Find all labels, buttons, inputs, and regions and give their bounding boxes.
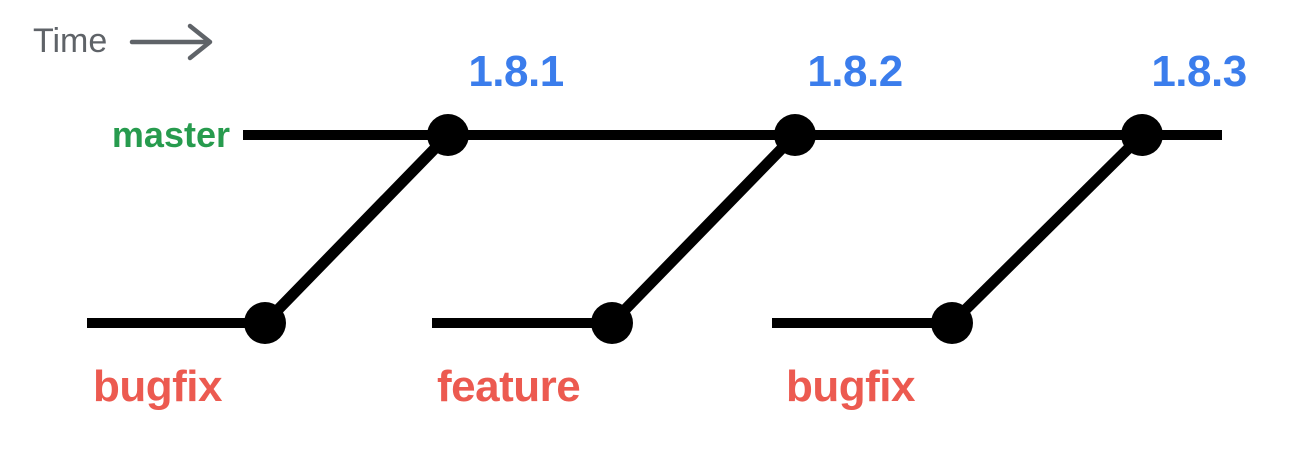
merge-edge-feature xyxy=(608,131,799,327)
branch-lines xyxy=(87,130,1222,328)
release-label-1: 1.8.1 xyxy=(468,47,563,96)
commit-node-release-1 xyxy=(427,114,469,156)
release-label-3: 1.8.3 xyxy=(1151,47,1246,96)
commit-node-feature xyxy=(591,302,633,344)
release-labels: 1.8.1 1.8.2 1.8.3 xyxy=(468,47,1247,96)
time-arrow-icon xyxy=(129,23,213,61)
branch-label-bugfix-1: bugfix xyxy=(93,362,223,411)
branch-label-feature: feature xyxy=(437,362,580,411)
merge-edges xyxy=(261,131,1146,327)
merge-edge-bugfix-1 xyxy=(261,131,452,327)
branch-labels: bugfix feature bugfix xyxy=(93,362,917,411)
commit-node-release-2 xyxy=(774,114,816,156)
commit-node-release-3 xyxy=(1121,114,1163,156)
commit-node-bugfix-2 xyxy=(931,302,973,344)
commit-nodes xyxy=(244,114,1163,344)
merge-edge-bugfix-2 xyxy=(948,131,1146,327)
master-branch-label: master xyxy=(112,114,230,155)
time-label: Time xyxy=(33,22,107,60)
branch-label-bugfix-2: bugfix xyxy=(786,362,916,411)
release-label-2: 1.8.2 xyxy=(807,47,902,96)
commit-node-bugfix-1 xyxy=(244,302,286,344)
